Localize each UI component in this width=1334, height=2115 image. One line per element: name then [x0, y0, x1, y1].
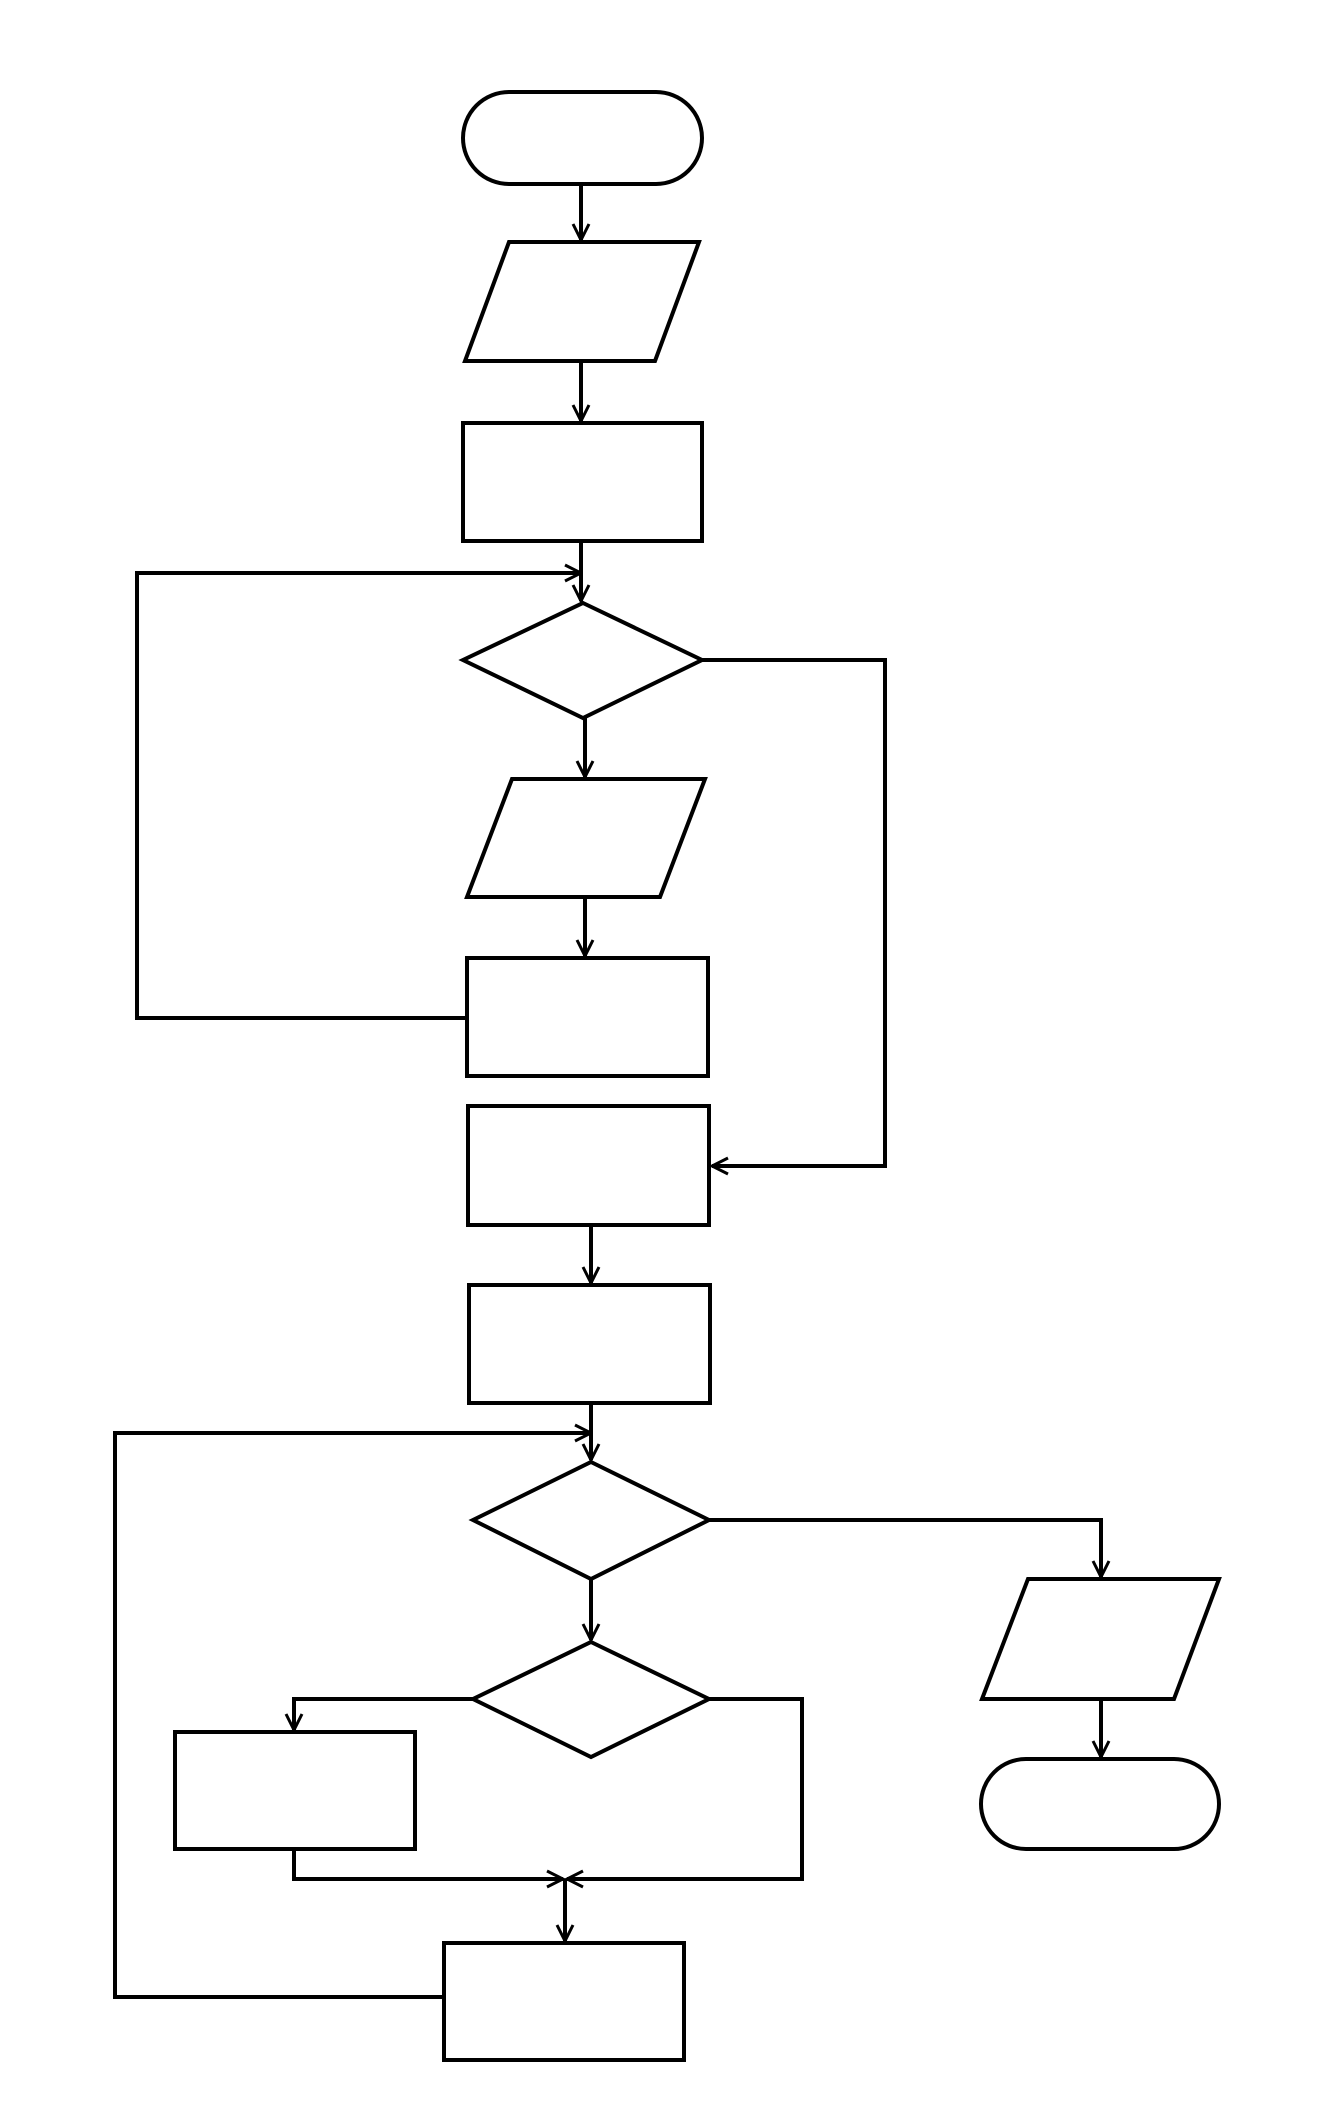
input-parallelogram-1: [462, 240, 702, 363]
process-box-6: [442, 1941, 686, 2062]
decision-diamond-1: [458, 600, 707, 721]
edge-process-6-loop-to-decision-2: [113, 1433, 591, 1999]
edge-decision-1-to-process-3: [700, 658, 887, 1166]
output-parallelogram: [979, 1577, 1222, 1701]
edge-decision-3-to-merge: [567, 1697, 804, 1879]
process-box-3: [466, 1104, 711, 1227]
decision-diamond-2: [468, 1459, 714, 1582]
process-box-4: [467, 1283, 712, 1405]
decision-diamond-3: [468, 1639, 714, 1760]
process-box-2: [465, 956, 710, 1078]
edge-process-2-loop-to-decision-1: [135, 573, 581, 1020]
process-box-5: [173, 1730, 417, 1851]
edge-decision-2-to-output-1: [709, 1518, 1101, 1577]
nodes: [173, 90, 1222, 2062]
connectors: [113, 184, 1101, 1999]
edge-process-5-to-merge: [292, 1849, 563, 1879]
start-terminator: [461, 90, 704, 186]
process-box-1: [461, 421, 704, 543]
input-parallelogram-2: [464, 777, 708, 899]
end-terminator: [979, 1757, 1221, 1851]
edge-decision-3-to-process-5: [294, 1697, 473, 1730]
